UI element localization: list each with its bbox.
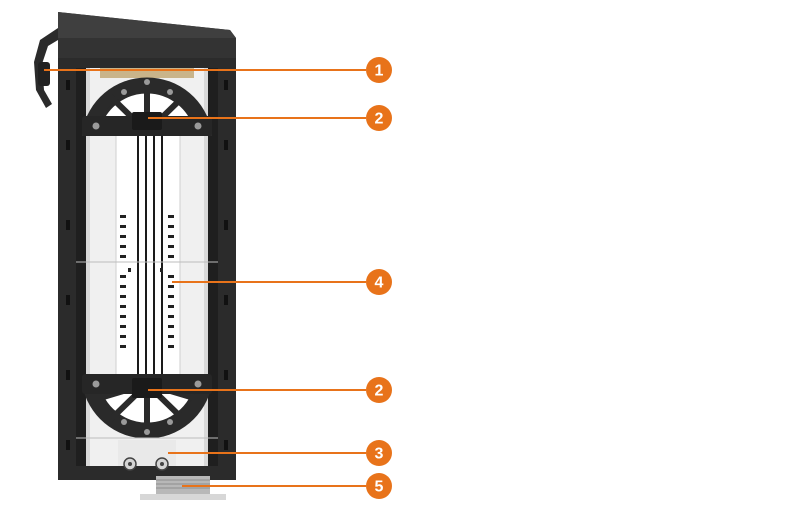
callout-badge-2-upper: 2 <box>366 105 392 131</box>
cable-connector <box>38 62 50 86</box>
side-slots <box>66 80 228 450</box>
callout-badge-2-lower: 2 <box>366 377 392 403</box>
belt-strands <box>137 120 163 385</box>
machine-cutaway <box>34 12 236 500</box>
center-belt <box>115 119 181 401</box>
leader-lines <box>44 69 366 487</box>
callout-number: 4 <box>375 275 384 292</box>
left-rail <box>76 68 86 466</box>
side-handle <box>34 28 58 108</box>
callout-number: 1 <box>375 63 384 80</box>
belt-markings-right <box>160 215 174 348</box>
lower-rollers <box>118 440 176 471</box>
upper-wheel-assembly <box>82 77 212 136</box>
belt-markings-left <box>120 215 131 348</box>
callout-badge-5: 5 <box>366 473 392 499</box>
callout-badge-4: 4 <box>366 269 392 295</box>
callout-number: 5 <box>375 479 384 496</box>
top-cap-shade <box>58 12 236 38</box>
callout-number: 3 <box>375 446 384 463</box>
callout-badge-1: 1 <box>366 57 392 83</box>
callout-number: 2 <box>375 111 384 128</box>
callout-number: 2 <box>375 383 384 400</box>
top-plate <box>100 68 194 78</box>
right-rail-highlight <box>204 68 208 466</box>
callout-badge-3: 3 <box>366 440 392 466</box>
housing-bottom <box>58 472 236 480</box>
right-rail <box>208 68 218 466</box>
left-rail-highlight <box>86 68 90 466</box>
